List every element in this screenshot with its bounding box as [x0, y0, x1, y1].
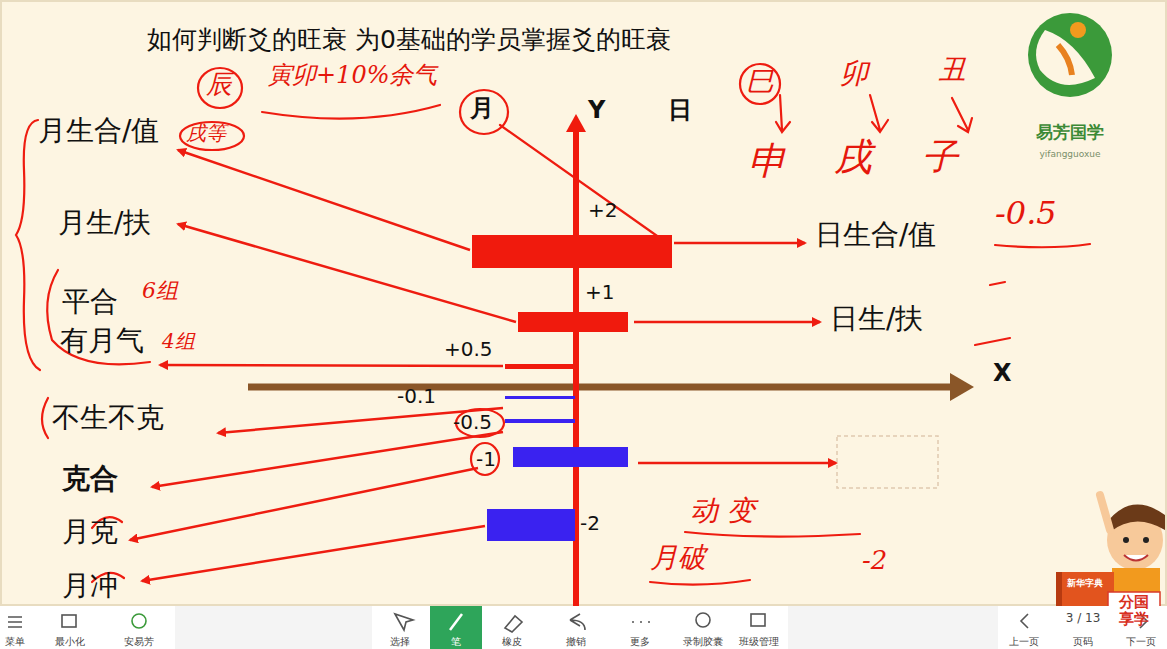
handwritten-note: 6组 — [142, 278, 178, 303]
handwritten-note: 4组 — [162, 330, 195, 353]
category-label: 克合 — [62, 463, 118, 495]
toolbar-label: 最小化 — [55, 636, 85, 648]
handwritten-note: 子 — [922, 136, 958, 177]
category-label: 月生合/值 — [38, 115, 159, 147]
value-label: +2 — [588, 199, 617, 222]
handwritten-note: 丑 — [938, 54, 966, 86]
axis-title: 月 — [470, 95, 494, 123]
handwritten-note: -0.5 — [995, 195, 1057, 232]
handwritten-note: 辰 — [206, 70, 232, 100]
toolbar-label: 选择 — [390, 636, 410, 648]
axis-name: X — [993, 360, 1012, 388]
category-label: 平合 — [62, 286, 118, 318]
logo-text: 易芳国学 — [1036, 123, 1104, 143]
value-label: +0.5 — [444, 338, 493, 361]
category-label: 不生不克 — [52, 402, 164, 434]
category-label: 月冲 — [62, 570, 118, 602]
handwritten-note: 卯 — [840, 58, 868, 90]
toolbar-label: 撤销 — [566, 636, 586, 648]
handwritten-note: 寅卯+10%余气 — [268, 62, 437, 90]
value-label: -1 — [476, 448, 496, 471]
category-label: 月克 — [62, 516, 118, 548]
toolbar-label: 安易芳 — [124, 636, 154, 648]
toolbar-label: 菜单 — [5, 636, 25, 648]
handwritten-note: 戌等 — [186, 122, 226, 145]
handwritten-note: 戌 — [834, 136, 872, 180]
toolbar-label: 更多 — [630, 636, 650, 648]
book-title: 新华字典 — [1067, 578, 1103, 588]
handwritten-note: 动 变 — [690, 495, 755, 527]
toolbar-label: 下一页 — [1126, 636, 1156, 648]
toolbar-label: 班级管理 — [739, 636, 779, 648]
badge-text: 分国享学 — [1119, 594, 1149, 627]
category-label: 日生/扶 — [830, 303, 923, 335]
toolbar-label: 橡皮 — [502, 636, 522, 648]
category-label: 有月气 — [60, 325, 144, 357]
category-label: 月生/扶 — [58, 207, 151, 239]
value-label: +1 — [585, 281, 614, 304]
logo-text: yifangguoxue — [1039, 149, 1100, 159]
value-label: -2 — [580, 512, 600, 535]
axis-title: 日 — [668, 97, 692, 125]
handwritten-note: 巳 — [746, 66, 774, 98]
toolbar-label: 上一页 — [1009, 636, 1039, 648]
handwritten-note: 月破 — [650, 542, 706, 574]
category-label: 日生合/值 — [815, 219, 936, 251]
page-counter: 3 / 13 — [1066, 612, 1101, 626]
slide-title: 如何判断爻的旺衰 为0基础的学员掌握爻的旺衰 — [147, 26, 671, 55]
handwritten-note: -2 — [862, 546, 887, 576]
toolbar-label: 笔 — [451, 636, 461, 648]
value-label: -0.1 — [397, 385, 436, 408]
axis-name: Y — [588, 97, 605, 125]
toolbar-label: 录制胶囊 — [683, 636, 723, 648]
toolbar-label: 页码 — [1073, 636, 1093, 648]
value-label: -0.5 — [453, 411, 492, 434]
handwritten-note: 申 — [748, 140, 786, 184]
